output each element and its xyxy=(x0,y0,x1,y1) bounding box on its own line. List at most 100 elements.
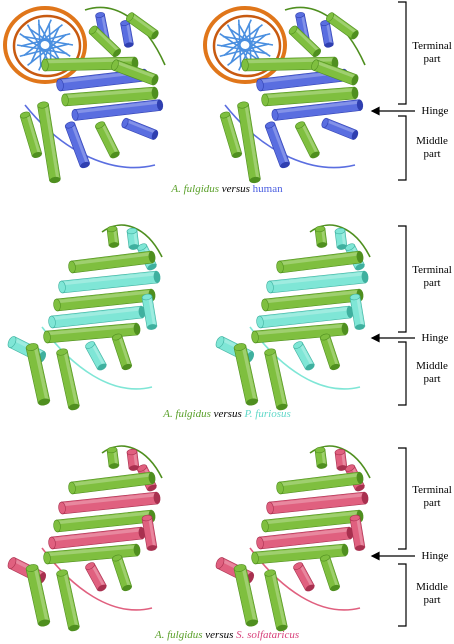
helix-cylinder xyxy=(264,121,291,169)
helix-cylinder xyxy=(126,448,140,471)
panel-caption: A. fulgidus versus P. furiosus xyxy=(0,408,454,420)
helix-cylinder xyxy=(288,25,322,58)
stereo-structure-solfataricus xyxy=(7,445,415,632)
helix-cylinder xyxy=(141,514,158,551)
helix-cylinder xyxy=(241,56,339,72)
helix-cylinder xyxy=(271,99,364,121)
helix-cylinder xyxy=(43,543,141,565)
caption-versus: versus xyxy=(205,629,234,641)
helix-cylinder xyxy=(256,305,354,329)
panel-caption: A. fulgidus versus human xyxy=(0,183,454,195)
helix-cylinder xyxy=(61,86,159,107)
helix-cylinder xyxy=(233,343,259,406)
helix-cylinder xyxy=(53,509,156,533)
helix-cylinder xyxy=(314,225,328,248)
structure-right-human xyxy=(203,6,366,184)
helix-cylinder xyxy=(120,20,134,48)
loop-coil xyxy=(224,104,356,169)
helix-cylinder xyxy=(219,111,243,159)
helix-cylinder xyxy=(58,491,161,515)
structure-left-furiosus xyxy=(7,224,163,411)
helix-cylinder xyxy=(264,348,288,411)
helix-cylinder xyxy=(251,543,349,565)
helix-cylinder xyxy=(68,250,156,274)
helix-cylinder xyxy=(266,270,369,294)
helix-cylinder xyxy=(125,12,159,40)
helix-cylinder xyxy=(321,117,359,141)
helix-cylinder xyxy=(349,293,366,330)
helix-cylinder xyxy=(237,101,261,184)
helix-cylinder xyxy=(319,554,341,592)
helix-cylinder xyxy=(264,569,288,632)
helix-cylinder xyxy=(293,341,315,371)
helix-cylinder xyxy=(334,227,348,250)
dna-duplex xyxy=(3,6,87,84)
structure-left-solfataricus xyxy=(7,445,163,632)
helix-cylinder xyxy=(334,448,348,471)
helix-cylinder xyxy=(349,514,366,551)
helix-cylinder xyxy=(19,111,43,159)
structure-left-human xyxy=(3,6,166,184)
helix-cylinder xyxy=(141,293,158,330)
structure-right-solfataricus xyxy=(215,445,371,632)
helix-cylinder xyxy=(320,20,334,48)
stereo-structure-human xyxy=(3,1,415,184)
helix-cylinder xyxy=(261,288,364,312)
helix-cylinder xyxy=(48,526,146,550)
helix-cylinder xyxy=(37,101,61,184)
helix-cylinder xyxy=(85,562,107,592)
helix-cylinder xyxy=(276,471,364,495)
helix-cylinder xyxy=(48,305,146,329)
helix-cylinder xyxy=(88,25,122,58)
caption-species-a: A. fulgidus xyxy=(171,183,220,195)
helix-cylinder xyxy=(111,554,133,592)
helix-cylinder xyxy=(58,270,161,294)
helix-cylinder xyxy=(319,333,341,371)
caption-versus: versus xyxy=(221,183,250,195)
helix-cylinder xyxy=(85,341,107,371)
helix-cylinder xyxy=(261,509,364,533)
caption-species-b: S. solfataricus xyxy=(236,629,300,641)
helix-cylinder xyxy=(71,99,164,121)
loop-coil xyxy=(24,104,156,169)
helix-cylinder xyxy=(311,59,359,86)
helix-cylinder xyxy=(295,121,320,159)
caption-species-a: A. fulgidus xyxy=(154,629,203,641)
helix-cylinder xyxy=(325,12,359,40)
structure-right-furiosus xyxy=(215,224,371,411)
caption-species-b: P. furiosus xyxy=(244,408,291,420)
helix-cylinder xyxy=(111,59,159,86)
helix-cylinder xyxy=(106,446,120,469)
helix-cylinder xyxy=(121,117,159,141)
helix-cylinder xyxy=(266,491,369,515)
helix-cylinder xyxy=(95,121,120,159)
helix-cylinder xyxy=(25,343,51,406)
panel-caption: A. fulgidus versus S. solfataricus xyxy=(0,629,454,641)
caption-species-b: human xyxy=(252,183,283,195)
helix-cylinder xyxy=(106,225,120,248)
domain-brackets xyxy=(370,225,415,406)
helix-cylinder xyxy=(43,322,141,344)
domain-brackets xyxy=(370,447,415,627)
helix-cylinder xyxy=(276,250,364,274)
caption-versus: versus xyxy=(213,408,242,420)
helix-cylinder xyxy=(56,348,80,411)
helix-cylinder xyxy=(111,333,133,371)
helix-cylinder xyxy=(261,86,359,107)
helix-cylinder xyxy=(233,564,259,627)
hinge-label: Hinge xyxy=(421,332,449,344)
helix-cylinder xyxy=(314,446,328,469)
stereo-structure-furiosus xyxy=(7,224,415,411)
caption-species-a: A. fulgidus xyxy=(163,408,211,420)
hinge-label: Hinge xyxy=(421,550,449,562)
helix-cylinder xyxy=(25,564,51,627)
hinge-label: Hinge xyxy=(421,105,449,117)
